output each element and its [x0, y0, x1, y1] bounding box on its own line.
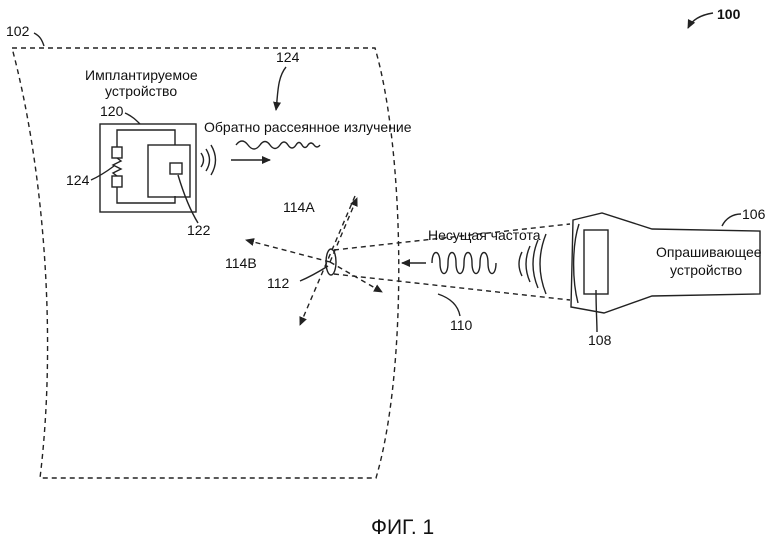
implant-title-line2: устройство	[105, 83, 177, 99]
interrogator-lens-icon	[574, 224, 579, 303]
resistor-icon	[113, 158, 121, 176]
direction-b-ref: 114B	[225, 255, 257, 271]
chip-ref: 122	[187, 222, 211, 238]
tissue-leader	[34, 33, 44, 46]
lens-leader	[300, 266, 328, 281]
beam-leader	[438, 294, 460, 316]
emitter-leader	[596, 290, 597, 332]
tissue-boundary	[12, 48, 399, 478]
tissue-ref: 102	[6, 23, 30, 39]
circuit-wire-bottom	[117, 193, 175, 203]
circuit-component-top	[112, 147, 122, 158]
implant-device-leader	[125, 113, 140, 124]
interrogator-leader	[722, 214, 741, 226]
direction-114a-down	[300, 196, 355, 325]
circuit-ref: 124	[66, 172, 90, 188]
backscatter-label: Обратно рассеянное излучение	[204, 119, 412, 135]
backscatter-wave	[236, 141, 320, 149]
carrier-waves-icon	[519, 234, 546, 294]
implant-device-ref: 120	[100, 103, 124, 119]
circuit-leader	[91, 166, 114, 180]
backscatter-waves-icon	[201, 145, 216, 175]
figure-ref-100: 100	[688, 6, 741, 28]
direction-114b-left	[246, 240, 330, 262]
figure-caption: ФИГ. 1	[371, 516, 434, 539]
emitter-box	[584, 230, 608, 294]
chip-core	[170, 163, 182, 174]
direction-114a-up	[330, 198, 357, 262]
implant-device	[100, 124, 196, 212]
interrogator-ref: 106	[742, 206, 766, 222]
carrier-label: Несущая частота	[428, 227, 541, 243]
interrogator-label-line1: Опрашивающее	[656, 244, 762, 260]
chip-leader	[178, 175, 198, 223]
circuit-component-bottom	[112, 176, 122, 187]
emitter-ref: 108	[588, 332, 612, 348]
lens-ref: 112	[267, 275, 290, 291]
backscatter-ref: 124	[276, 49, 300, 65]
ref-arrow	[688, 13, 713, 28]
chip-box	[148, 145, 190, 197]
carrier-wave	[432, 253, 496, 274]
backscatter-ref-arrow	[276, 67, 286, 110]
direction-a-ref: 114A	[283, 199, 315, 215]
interrogator-label-line2: устройство	[670, 262, 742, 278]
svg-text:100: 100	[717, 6, 741, 22]
beam-ref: 110	[450, 317, 473, 333]
implant-title-line1: Имплантируемое	[85, 67, 198, 83]
